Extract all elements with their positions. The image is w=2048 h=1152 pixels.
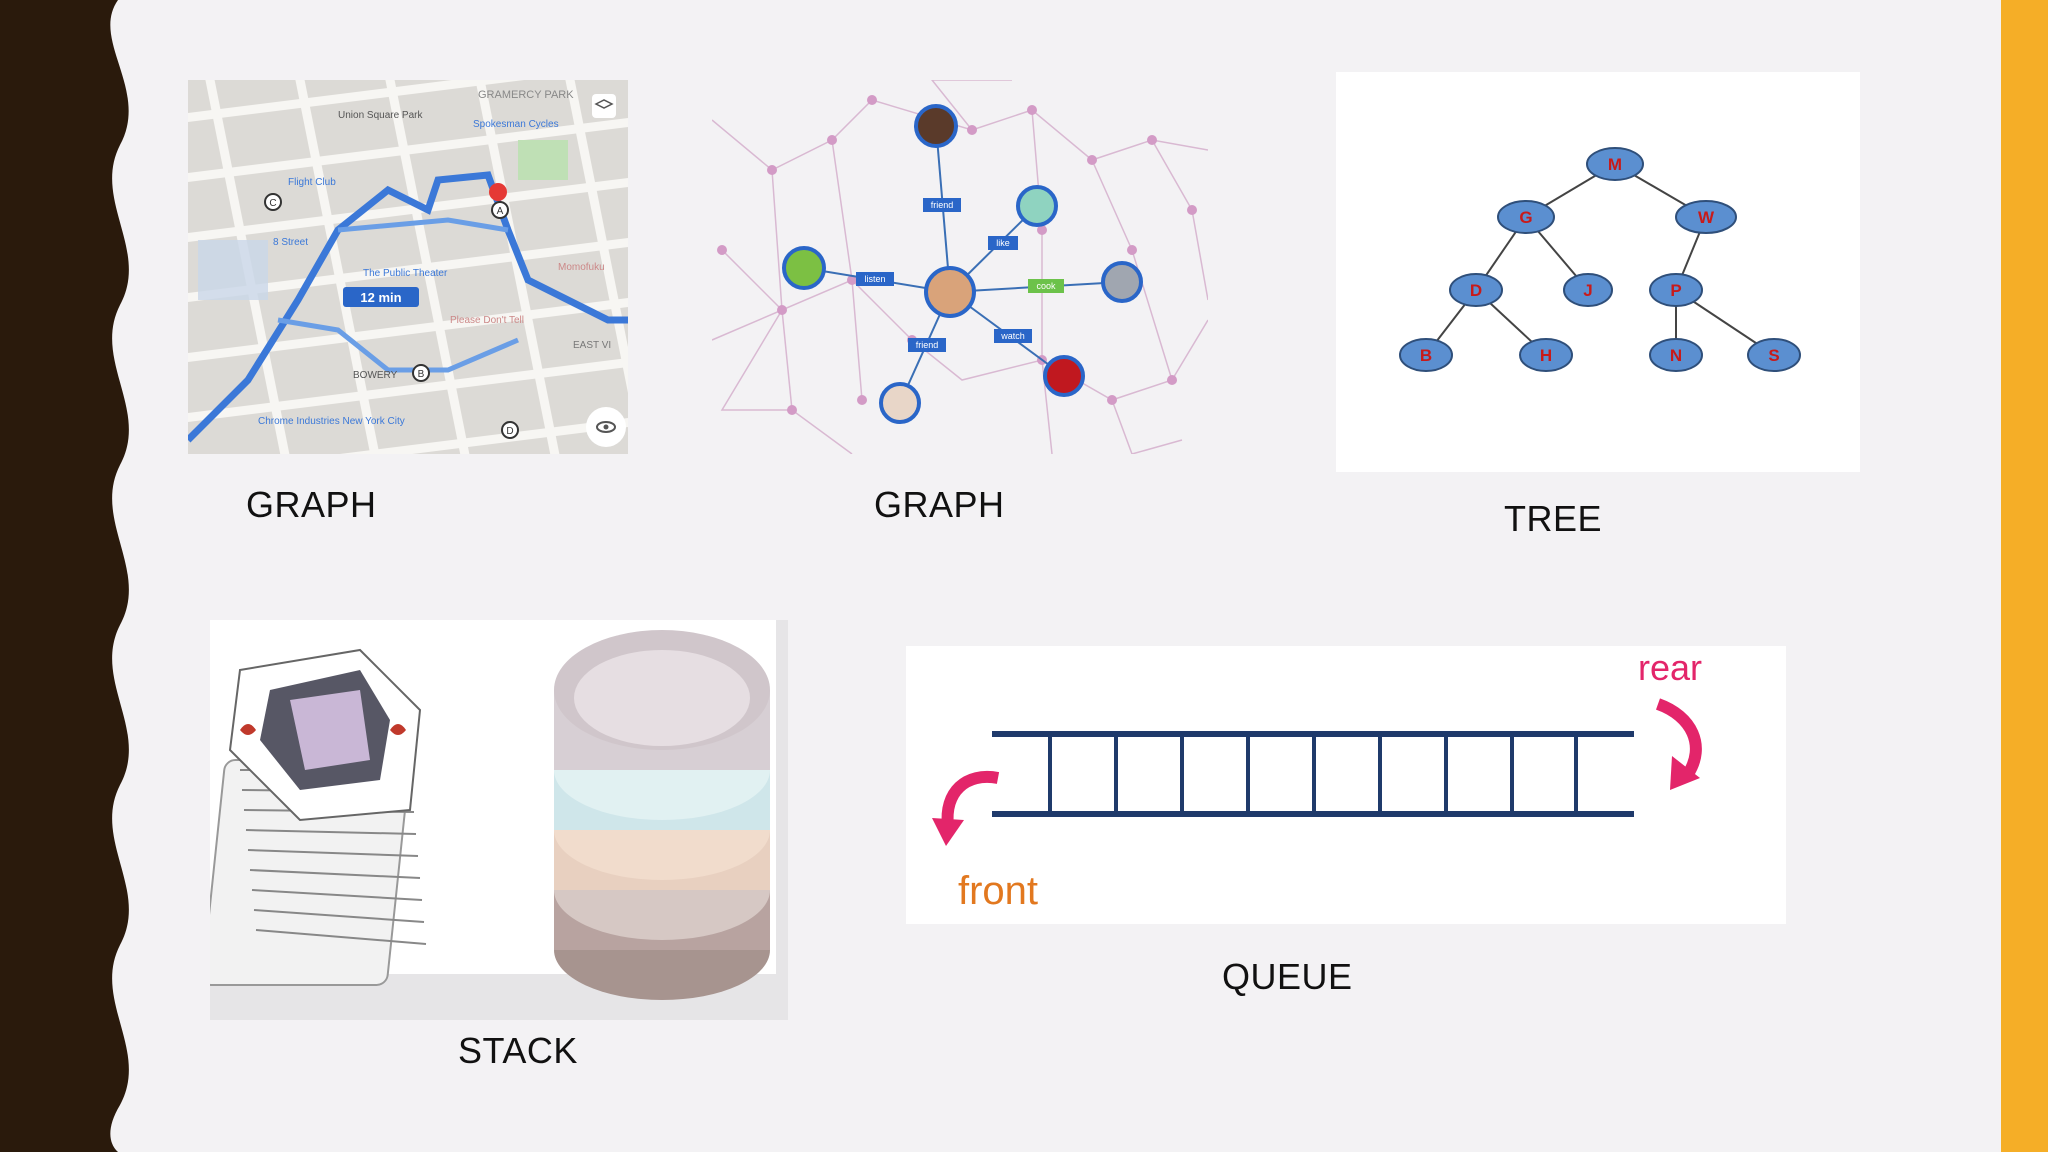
map-marker-c: C: [269, 198, 276, 209]
map-graph-image: 12 min GRAMERCY PARK Union Square Park S…: [188, 80, 628, 454]
tree-node-label: M: [1608, 155, 1622, 174]
edge-label: cook: [1036, 281, 1056, 291]
tree-node-p: [1649, 273, 1703, 307]
map-label: EAST VI: [573, 340, 611, 351]
tree-node-s: [1747, 338, 1801, 372]
map-label: Chrome Industries New York City: [258, 416, 405, 427]
queue-svg: front rear: [932, 647, 1702, 913]
queue-front-label: front: [958, 869, 1038, 913]
map-label: Momofuku: [558, 262, 605, 273]
map-label: The Public Theater: [363, 268, 448, 279]
tree-node-w: [1675, 200, 1737, 234]
tree-node-label: G: [1519, 208, 1532, 227]
front-arrow-icon: [941, 770, 1000, 827]
tree-image: M G W D J P B H N S: [1336, 72, 1860, 472]
tree-node-label: P: [1670, 281, 1681, 300]
center-person-avatar: [924, 266, 976, 318]
destination-pin-icon: [489, 183, 507, 201]
card-deck: [210, 648, 427, 986]
plate-stack: [554, 630, 770, 1000]
tree-svg: M G W D J P B H N S: [1399, 147, 1801, 372]
spotify-avatar: [782, 246, 826, 290]
map-label: Spokesman Cycles: [473, 119, 559, 130]
rear-arrow-icon: [1655, 698, 1702, 778]
tree-caption: TREE: [1504, 498, 1603, 539]
tree-node-label: H: [1540, 346, 1552, 365]
map-graph-caption: GRAPH: [246, 484, 377, 525]
map-label: Union Square Park: [338, 110, 423, 121]
right-accent-band: [2001, 0, 2048, 1152]
tree-node-j: [1563, 273, 1613, 307]
queue-caption: QUEUE: [1222, 956, 1353, 997]
tree-node-n: [1649, 338, 1703, 372]
queue-rear-label: rear: [1638, 647, 1702, 688]
edge-label: listen: [864, 274, 885, 284]
map-label: 8 Street: [273, 237, 308, 248]
map-label: BOWERY: [353, 370, 398, 381]
map-label: Flight Club: [288, 177, 336, 188]
stack-image: [210, 620, 788, 1020]
edge-label: friend: [931, 200, 954, 210]
map-marker-b: B: [418, 369, 425, 380]
left-band-shape: [0, 0, 129, 1152]
tree-node-label: D: [1470, 281, 1482, 300]
layers-icon: [592, 94, 616, 118]
social-graph-image: friend like listen cook friend watch: [712, 80, 1208, 454]
tree-node-b: [1399, 338, 1453, 372]
map-label: Please Don't Tell: [450, 315, 524, 326]
tree-node-label: J: [1583, 281, 1592, 300]
tree-node-label: W: [1698, 208, 1715, 227]
tree-node-h: [1519, 338, 1573, 372]
left-wavy-band: [0, 0, 129, 1152]
edge-label: watch: [1000, 331, 1025, 341]
map-label: GRAMERCY PARK: [478, 89, 574, 101]
route-duration-label: 12 min: [360, 290, 401, 305]
stack-svg: [210, 620, 776, 1000]
music-avatar: [1016, 185, 1058, 227]
stack-caption: STACK: [458, 1030, 578, 1071]
tree-node-g: [1497, 200, 1555, 234]
edge-label: friend: [916, 340, 939, 350]
route-line: [188, 171, 628, 443]
map-marker-d: D: [506, 426, 513, 437]
edge-label: like: [996, 238, 1010, 248]
social-graph-caption: GRAPH: [874, 484, 1005, 525]
tree-node-m: [1586, 147, 1644, 181]
tree-node-label: S: [1768, 346, 1779, 365]
netflix-avatar: [1043, 355, 1085, 397]
map-svg: 12 min GRAMERCY PARK Union Square Park S…: [188, 80, 628, 454]
tree-node-d: [1449, 273, 1503, 307]
queue-image: front rear: [906, 646, 1786, 924]
social-graph-svg: friend like listen cook friend watch: [712, 80, 1208, 454]
tree-node-label: N: [1670, 346, 1682, 365]
food-avatar: [1101, 261, 1143, 303]
person-avatar: [879, 382, 921, 424]
person-avatar: [914, 104, 958, 148]
map-marker-a: A: [497, 206, 504, 217]
tree-node-label: B: [1420, 346, 1432, 365]
